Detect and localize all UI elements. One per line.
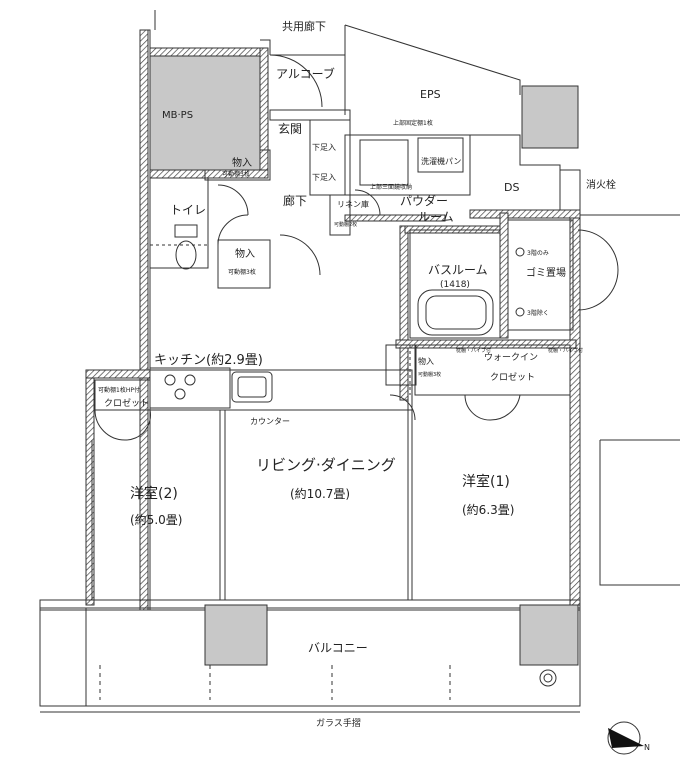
label-storage-3-note: 可動棚3枚 (418, 371, 441, 378)
label-eps: EPS (420, 88, 441, 101)
label-garbage: ゴミ置場 (526, 266, 566, 279)
label-linen-note: 可動棚2枚 (334, 221, 357, 228)
label-west-1-size: (約6.3畳) (462, 502, 514, 517)
interior-lines (39, 10, 680, 755)
label-west-2: 洋室(2) (130, 485, 178, 502)
label-bath-size: (1418) (440, 280, 470, 290)
label-shoe-1: 下足入 (312, 143, 336, 152)
label-storage-1: 物入 (232, 156, 252, 169)
exterior-walls (85, 29, 581, 611)
label-balcony: バルコニー (308, 641, 368, 655)
label-fire: 消火栓 (586, 178, 616, 191)
label-mbps: MB·PS (162, 110, 193, 121)
label-west-2-size: (約5.0畳) (130, 512, 182, 527)
label-closet-kitchen-note: 可動棚1枚HP付 (98, 386, 140, 394)
label-powder-1: パウダー (400, 193, 448, 208)
label-genkan: 玄関 (278, 121, 302, 136)
label-wic-2: クロゼット (490, 371, 535, 383)
label-toilet: トイレ (170, 203, 206, 217)
label-powder-2: ルーム (418, 210, 454, 224)
label-west-1: 洋室(1) (462, 473, 510, 490)
label-ds: DS (504, 181, 519, 194)
label-linen: リネン庫 (337, 199, 369, 209)
label-glass-rail: ガラス手摺 (316, 717, 361, 729)
label-ldk-size: (約10.7畳) (290, 486, 350, 501)
label-ldk: リビング·ダイニング (256, 456, 396, 474)
label-washer: 洗濯機パン (421, 156, 461, 166)
columns (149, 55, 579, 666)
label-storage-3: 物入 (418, 356, 434, 366)
label-storage-2-note: 可動棚3枚 (228, 268, 256, 276)
label-corridor-common: 共用廊下 (282, 19, 326, 33)
label-wic-shelf-left: 枕棚・パイプ付 (456, 347, 491, 354)
label-shoe-2: 下足入 (312, 173, 336, 182)
label-kitchen: キッチン(約2.9畳) (154, 353, 263, 368)
compass-arrow-icon (608, 728, 644, 748)
label-hallway: 廊下 (283, 193, 307, 208)
label-upper-fixed: 上部固定棚1枚 (393, 119, 433, 127)
label-sanmen: 上部三面鏡収納 (370, 183, 412, 191)
label-counter: カウンター (250, 417, 290, 426)
label-alcove: アルコーブ (276, 66, 335, 81)
label-garbage-note-2: 3階除く (527, 309, 549, 317)
label-wic-1: ウォークイン (484, 352, 538, 363)
label-north: N (644, 743, 650, 752)
label-storage-2: 物入 (235, 247, 255, 260)
label-wic-shelf-right: 枕棚・パイプ付 (548, 347, 583, 354)
label-storage-1-note: 可動棚3枚 (222, 170, 250, 178)
label-closet-kitchen: クロゼット (104, 397, 149, 409)
label-garbage-note-1: 3階のみ (527, 249, 549, 257)
label-bath: バスルーム (428, 263, 488, 277)
